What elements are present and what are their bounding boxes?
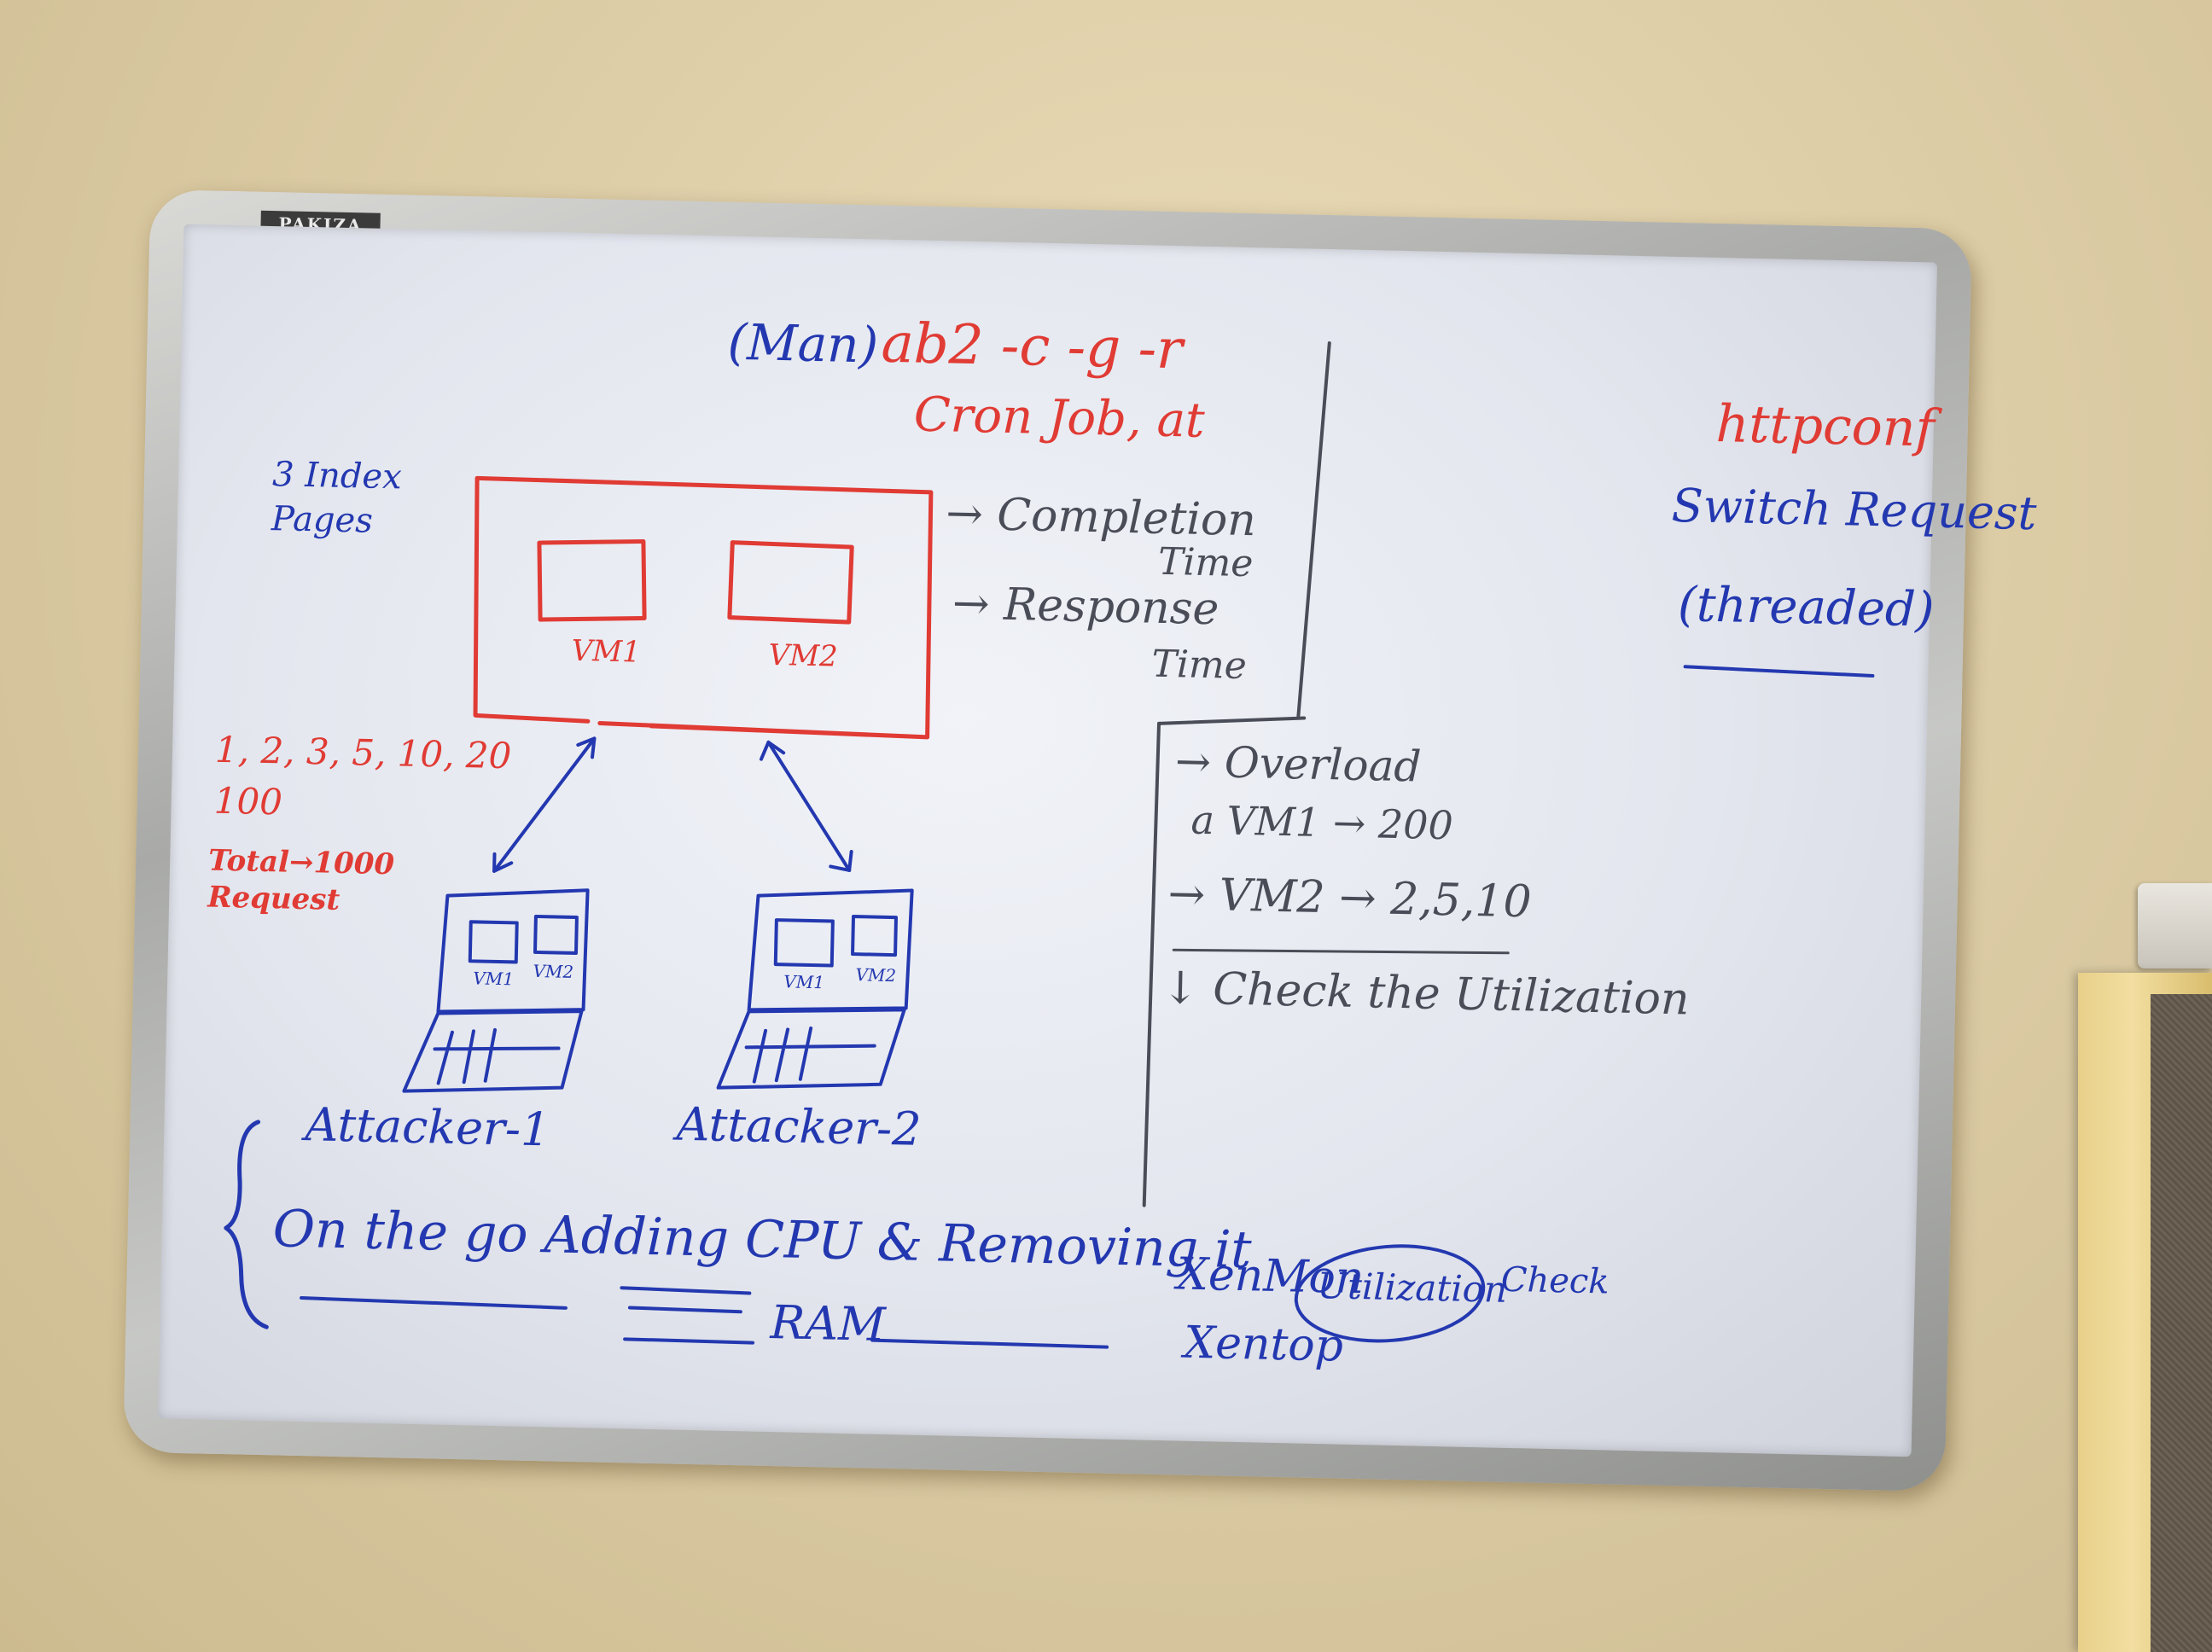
whiteboard: PAKIZA <box>123 189 2037 1492</box>
vm1-box <box>537 538 647 622</box>
wall-socket <box>2138 883 2212 969</box>
title-man: (Man) <box>726 312 879 375</box>
attacker2-name: Attacker-2 <box>675 1096 923 1156</box>
attacker1-screen <box>436 888 590 1014</box>
index-pages-label: 3 Index Pages <box>271 455 403 541</box>
attacker2-vm1-box <box>773 918 835 968</box>
request-counts: 1, 2, 3, 5, 10, 20 <box>214 728 512 777</box>
arrow-attacker2 <box>766 740 852 872</box>
request-label: Request <box>207 880 341 917</box>
attacker2-vm1-label: VM1 <box>783 971 825 993</box>
divider-line-mid <box>1142 721 1161 1207</box>
underline-overload <box>1172 948 1510 955</box>
switch-request-label: Switch Request <box>1671 478 2038 541</box>
server-box <box>473 475 934 740</box>
attacker1-vm1-label: VM1 <box>473 968 515 990</box>
xentop-label: Xentop <box>1183 1317 1344 1372</box>
server-vm2-label: VM2 <box>768 637 839 674</box>
title-command: ab2 -c -g -r <box>880 311 1184 382</box>
notice-board-edge <box>2151 994 2212 1652</box>
server-vm1-label: VM1 <box>571 633 642 670</box>
bottom-brace <box>224 1120 269 1329</box>
divider-line-under <box>1157 716 1307 725</box>
attacker2-keyboard <box>716 1008 906 1090</box>
arrow-attacker1 <box>492 736 597 873</box>
overload-line3: → VM2 → 2,5,10 <box>1167 869 1533 928</box>
httpconf-label: httpconf <box>1715 393 1936 459</box>
utilization-label: Utilization <box>1317 1265 1508 1311</box>
utilization-circle <box>1294 1244 1486 1343</box>
metric-completion: → Completion <box>945 488 1257 547</box>
attacker1-vm2-label: VM2 <box>533 960 574 982</box>
attacker2-screen <box>747 888 914 1012</box>
attacker2-vm2-label: VM2 <box>855 964 897 986</box>
request-hundred: 100 <box>213 779 283 823</box>
underline-threaded <box>1683 665 1875 678</box>
underline-removing <box>870 1338 1109 1349</box>
request-total: Total→1000 <box>207 843 395 882</box>
attacker2-vm2-box <box>851 915 898 957</box>
underline-on-the-go <box>300 1296 568 1310</box>
title-cron-job: Cron Job, at <box>913 387 1206 449</box>
check-label: Check <box>1500 1259 1610 1302</box>
metric-response-time: Time <box>1150 642 1248 689</box>
overload-line2: a VM1 → 200 <box>1190 796 1454 849</box>
metric-response: → Response <box>952 578 1220 636</box>
overload-line1: → Overload <box>1174 736 1423 792</box>
vm2-box <box>727 540 854 625</box>
underline-adding <box>620 1286 752 1314</box>
divider-line-top <box>1296 341 1331 720</box>
marker-drawings <box>224 341 1875 1349</box>
attacker1-name: Attacker-1 <box>304 1097 551 1157</box>
underline-ram <box>623 1337 755 1345</box>
attacker1-vm2-box <box>533 914 579 955</box>
attacker1-vm1-box <box>468 920 519 964</box>
metric-completion-time: Time <box>1157 539 1254 586</box>
threaded-label: (threaded) <box>1677 577 1936 638</box>
attacker1-keyboard <box>402 1009 584 1093</box>
ram-label: RAM <box>769 1295 887 1352</box>
